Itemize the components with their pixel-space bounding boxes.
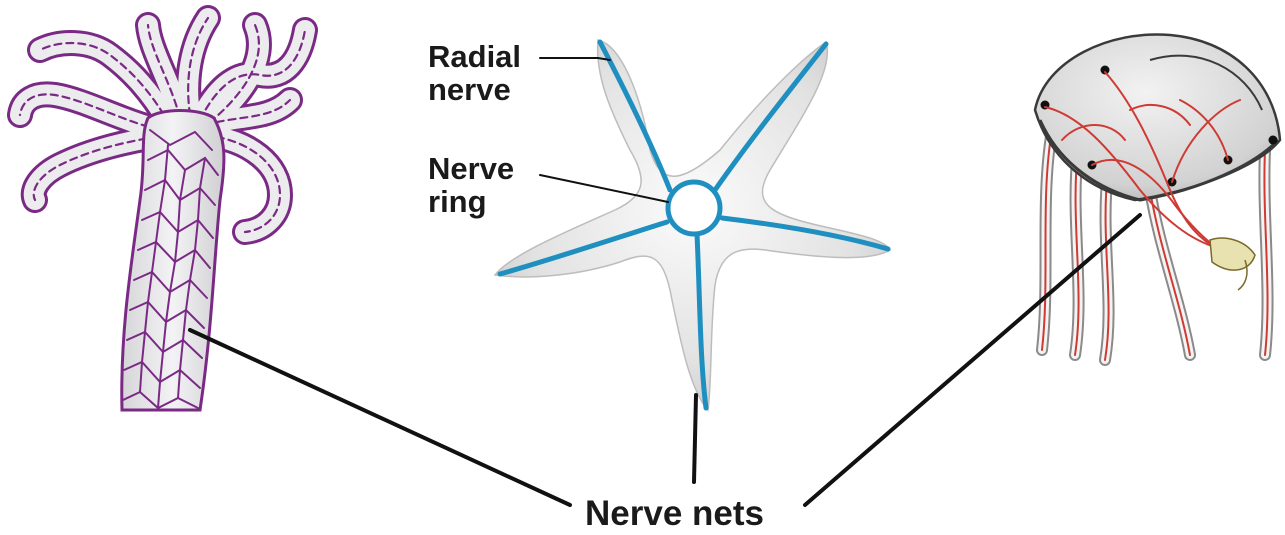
nerve-ring — [668, 182, 720, 234]
leader-line-sea-star-net — [694, 395, 696, 482]
jellyfish-icon — [1035, 34, 1280, 360]
nerve-ring-label: Nerve ring — [428, 152, 514, 219]
leader-lines — [190, 58, 1140, 505]
hydra-icon — [20, 18, 305, 410]
radial-nerve-label-line2: nerve — [428, 73, 521, 106]
nerve-ring-label-line2: ring — [428, 185, 514, 218]
sea-star-icon — [495, 40, 890, 410]
radial-nerve-label: Radial nerve — [428, 40, 521, 107]
jellyfish-manubrium — [1210, 238, 1255, 270]
leader-line-jellyfish-net — [805, 215, 1140, 505]
radial-nerve-label-line1: Radial — [428, 40, 521, 73]
radial-nerve-upper-left — [600, 42, 670, 190]
nerve-ring-label-line1: Nerve — [428, 152, 514, 185]
nerve-nets-label: Nerve nets — [585, 495, 764, 533]
nerve-nets-label-text: Nerve nets — [585, 495, 764, 533]
leader-line-hydra-net — [190, 330, 570, 505]
